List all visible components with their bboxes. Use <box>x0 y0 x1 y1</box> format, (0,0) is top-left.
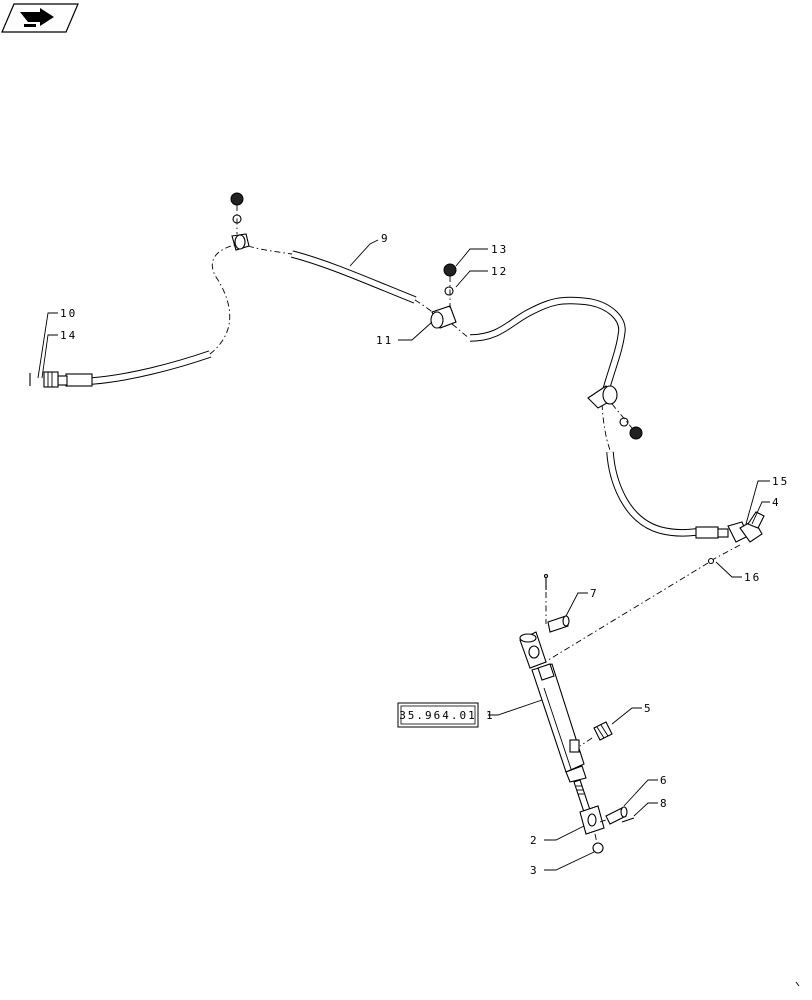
corner-mark <box>795 981 800 987</box>
hose-arch <box>469 296 626 391</box>
callout-4: 4 <box>772 496 781 509</box>
callout-1: 1 <box>486 709 495 722</box>
clamp-right <box>587 385 643 440</box>
callout-12: 12 <box>491 265 508 278</box>
leader-lines <box>37 239 770 871</box>
route-line-right <box>601 403 611 451</box>
route-line-mid2 <box>451 323 471 339</box>
callout-16: 16 <box>744 571 761 584</box>
clamp-upper-left <box>230 192 250 251</box>
pin-7 <box>543 573 570 633</box>
reference-box[interactable]: 35.964.01 <box>397 702 479 728</box>
rod-clevis-2 <box>579 805 605 854</box>
hose-fitting-left <box>29 371 93 388</box>
callout-13: 13 <box>491 243 508 256</box>
callout-labels: 9 13 12 11 10 14 15 4 16 7 1 5 6 8 2 3 <box>60 232 789 877</box>
route-line-top <box>247 245 293 255</box>
fitting-5 <box>579 721 613 747</box>
callout-8: 8 <box>660 797 669 810</box>
book-arrow-icon[interactable] <box>1 3 79 33</box>
callout-14: 14 <box>60 329 77 342</box>
callout-3: 3 <box>530 864 539 877</box>
callout-6: 6 <box>660 774 669 787</box>
route-line-left <box>209 243 241 355</box>
callout-7: 7 <box>590 587 599 600</box>
route-line-mid <box>414 299 439 317</box>
callout-9: 9 <box>381 232 390 245</box>
hydraulic-cylinder <box>519 631 591 813</box>
callout-5: 5 <box>644 702 653 715</box>
reference-box-label: 35.964.01 <box>399 709 477 722</box>
hose-lower <box>606 451 697 537</box>
callout-11: 11 <box>376 334 393 347</box>
route-line-cylinder <box>544 562 709 663</box>
pin-6 <box>599 806 635 825</box>
callout-2: 2 <box>530 834 539 847</box>
callout-10: 10 <box>60 307 77 320</box>
hose-upper <box>291 250 417 304</box>
clamp-middle <box>430 263 457 329</box>
callout-15: 15 <box>772 475 789 488</box>
hose-left <box>91 350 212 385</box>
